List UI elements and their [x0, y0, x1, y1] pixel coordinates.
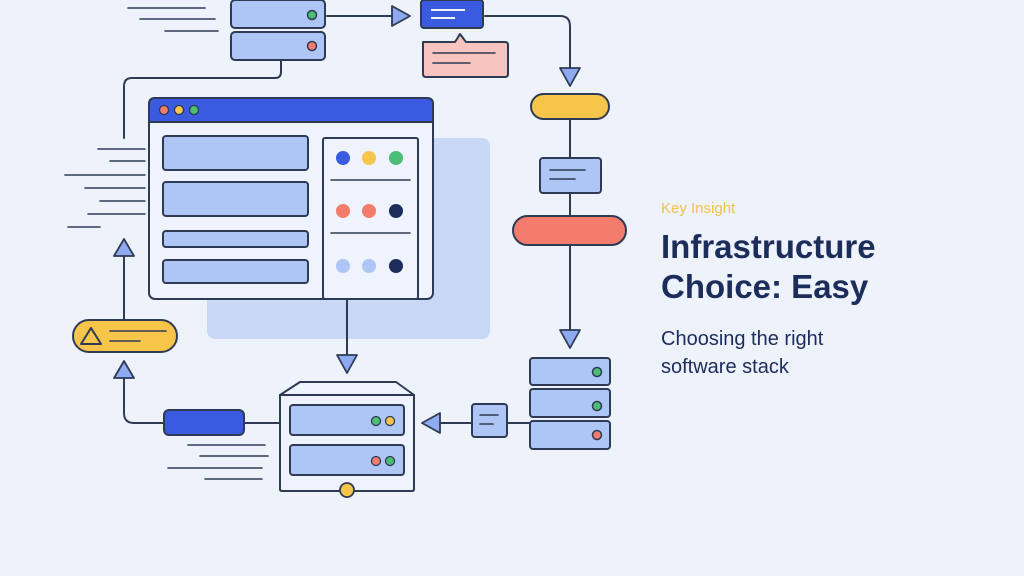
browser-window-icon: [148, 97, 434, 300]
chat-bubble-icon: [422, 33, 509, 78]
server-stack-icon: [230, 0, 326, 61]
red-pill: [512, 215, 627, 246]
blue-pill: [163, 409, 245, 436]
arrow-icon: [559, 67, 581, 87]
arrow-icon: [113, 360, 135, 379]
headline: Infrastructure Choice: Easy: [661, 228, 876, 305]
speed-lines-bottom: [167, 444, 269, 480]
infrastructure-flow-diagram: .ol { stroke: #2f3a55; stroke-width: 2; …: [64, 0, 627, 498]
arrow-icon: [113, 238, 135, 257]
text-panel: Key Insight Infrastructure Choice: Easy …: [661, 200, 1001, 381]
server-stack-icon: [529, 357, 611, 450]
subtitle: Choosing the right software stack: [661, 328, 824, 378]
yellow-pill: [530, 93, 610, 120]
server-stack-icon: [279, 381, 415, 498]
speed-lines-top: [127, 7, 219, 32]
arrow-icon: [391, 5, 411, 27]
arrow-icon: [336, 354, 358, 374]
arrow-icon: [421, 412, 441, 434]
arrow-icon: [559, 329, 581, 349]
eyebrow-label: Key Insight: [661, 200, 736, 217]
document-icon: [420, 0, 484, 29]
speed-lines-left: [64, 148, 146, 228]
warning-icon: [72, 319, 178, 353]
document-icon: [471, 403, 508, 438]
document-icon: [539, 157, 602, 194]
